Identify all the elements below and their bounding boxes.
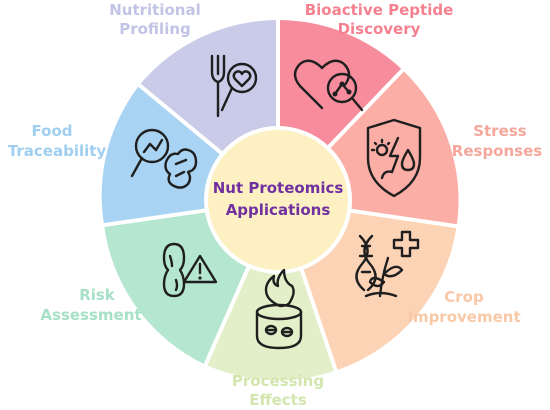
label-processing-line-2: Effects bbox=[249, 391, 307, 409]
heart-magnifier-molecule-icon bbox=[293, 59, 364, 112]
label-nutritional-line-1: Nutritional bbox=[109, 1, 201, 19]
label-bioactive-line-1: Bioactive Peptide bbox=[305, 1, 454, 19]
flame-pot-icon bbox=[255, 268, 303, 350]
label-food-line-1: Food bbox=[32, 122, 73, 140]
label-crop-line-2: Improvement bbox=[407, 308, 520, 326]
center-circle bbox=[204, 126, 352, 274]
label-processing-line-1: Processing bbox=[232, 372, 324, 390]
label-risk-line-1: Risk bbox=[79, 286, 116, 304]
fork-magnifier-heart-icon bbox=[210, 54, 258, 118]
magnifier-peanut-icon bbox=[130, 128, 198, 189]
label-crop-line-1: Crop bbox=[444, 288, 484, 306]
label-nutritional-line-2: Profiling bbox=[119, 20, 191, 38]
label-risk-line-2: Assessment bbox=[40, 306, 141, 324]
peanut-warning-icon bbox=[162, 242, 218, 298]
label-stress-line-1: Stress bbox=[473, 122, 526, 140]
dna-plant-plus-icon bbox=[355, 230, 420, 298]
segment-processing-effects bbox=[205, 200, 336, 381]
label-stress-line-2: Responses bbox=[452, 142, 542, 160]
center-title-line-2: Applications bbox=[226, 201, 331, 219]
shield-sun-drop-icon bbox=[366, 118, 422, 198]
label-bioactive-line-2: Discovery bbox=[338, 20, 421, 38]
center-title-line-1: Nut Proteomics bbox=[213, 179, 344, 197]
segment-labels: Nutritional Profiling Bioactive Peptide … bbox=[8, 1, 542, 409]
label-food-line-2: Traceability bbox=[8, 142, 107, 160]
